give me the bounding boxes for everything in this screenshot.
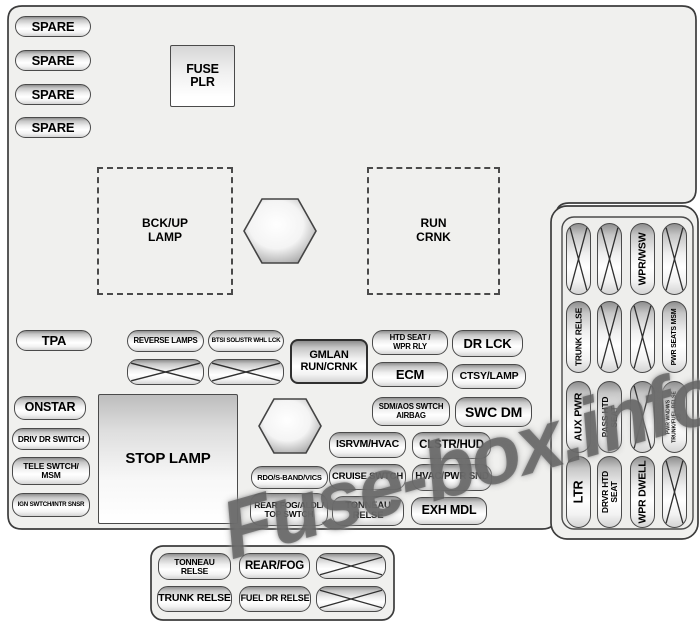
fuse-slot-r1c3-wpr-wsw: WPR/WSW <box>630 223 655 295</box>
crossed-out-icon <box>319 589 383 609</box>
fuse-puller-box: FUSE PLR <box>170 45 235 107</box>
spare-crossed-fuse <box>316 586 386 612</box>
fuse-slot-r4c1-ltr: LTR <box>566 456 591 528</box>
fuse-slot-r4c2-drvr-htd-seat: DRVR HTD SEAT <box>597 456 622 528</box>
spare-fuse-label-1: SPARE <box>15 16 91 37</box>
fuse-label: PWR SEATS MSM <box>670 308 678 366</box>
btsi-sol-str-whl-lck-fuse: BTSI SOL/STR WHL LCK <box>208 330 284 352</box>
spare-crossed-fuse <box>316 553 386 579</box>
fuse-slot-r2c3-spare <box>630 301 655 373</box>
fuse-slot-r3c1-aux-pwr: AUX PWR <box>566 381 591 453</box>
dr-lck-fuse: DR LCK <box>452 330 523 357</box>
onstar-fuse: ONSTAR <box>14 396 86 420</box>
bckup-lamp-connector: BCK/UP LAMP <box>97 167 233 295</box>
bolt-hexagon-icon <box>243 198 317 264</box>
fuse-label: PWR WNDWS TRUNK/FUEL RELSE CB <box>665 391 683 443</box>
ctsy-lamp-fuse: CTSY/LAMP <box>452 364 526 389</box>
rear-fog-fuse: REAR/FOG <box>239 553 310 579</box>
crossed-out-icon <box>600 227 619 291</box>
crossed-out-icon <box>633 305 652 369</box>
fuel-dr-relse-fuse: FUEL DR RELSE <box>239 586 311 612</box>
trunk-relse-fuse: TRUNK RELSE <box>157 586 232 612</box>
fuse-label: DRVR HTD SEAT <box>599 470 619 514</box>
bolt-hexagon-icon <box>258 398 322 454</box>
fuse-slot-r3c2-pass-htd-seat: PASS HTD SEAT <box>597 381 622 453</box>
isrvm-hvac-fuse: ISRVM/HVAC <box>329 432 406 458</box>
fuse-slot-r2c2-spare <box>597 301 622 373</box>
stop-lamp-box: STOP LAMP <box>98 394 238 524</box>
fuse-label: PASS HTD SEAT <box>599 396 619 438</box>
fuse-label: TRUNK RELSE <box>572 307 583 367</box>
fuse-slot-r2c1-trunk-relse: TRUNK RELSE <box>566 301 591 373</box>
fuse-slot-r1c4-spare <box>662 223 687 295</box>
crossed-out-icon <box>211 362 281 382</box>
swc-dm-fuse: SWC DM <box>455 397 532 427</box>
crossed-out-icon <box>131 362 200 382</box>
ecm-fuse: ECM <box>372 362 448 387</box>
fuse-slot-r3c4-pwr-wndws-cb: PWR WNDWS TRUNK/FUEL RELSE CB <box>662 381 687 453</box>
cruise-swtch-fuse: CRUISE SWTCH <box>329 464 406 490</box>
run-crnk-connector: RUN CRNK <box>367 167 500 295</box>
rdo-s-band-vics-fuse: RDO/S-BAND/VICS <box>251 466 328 489</box>
fuse-slot-r2c4-pwr-seats-msm: PWR SEATS MSM <box>662 301 687 373</box>
fuse-slot-r4c4-spare <box>662 456 687 528</box>
driv-dr-switch-fuse: DRIV DR SWITCH <box>12 428 90 450</box>
spare-fuse-label-3: SPARE <box>15 84 91 105</box>
ign-swtch-intr-snsr-fuse: IGN SWTCH/INTR SNSR <box>12 493 90 517</box>
spare-fuse-label-4: SPARE <box>15 117 91 138</box>
crossed-out-icon <box>665 227 684 291</box>
fuse-label: LTR <box>570 480 585 504</box>
spare-crossed-fuse <box>208 359 284 385</box>
crossed-out-icon <box>600 305 619 369</box>
fuse-label: WPR/WSW <box>635 232 648 286</box>
fuse-label: WPR DWELL <box>635 460 648 524</box>
crossed-out-icon <box>319 556 383 576</box>
reverse-lamps-fuse: REVERSE LAMPS <box>127 330 204 352</box>
rear-fog-aldl-top-swtch-fuse: REAR FOG/ALDL/ TOP SWTCH <box>250 493 328 526</box>
gmlan-run-crnk-box: GMLAN RUN/CRNK <box>290 339 368 384</box>
fuse-slot-r3c3-spare <box>630 381 655 453</box>
exh-mdl-fuse: EXH MDL <box>411 497 487 525</box>
tele-swtch-msm-fuse: TELE SWTCH/ MSM <box>12 457 90 485</box>
sdm-aos-swtch-airbag-fuse: SDM/AOS SWTCH AIRBAG <box>372 397 450 426</box>
spare-fuse-label-2: SPARE <box>15 50 91 71</box>
fuse-slot-r1c1-spare <box>566 223 591 295</box>
htd-seat-wpr-rly-fuse: HTD SEAT / WPR RLY <box>372 330 448 355</box>
fuse-label: AUX PWR <box>571 392 584 442</box>
crossed-out-icon <box>633 385 652 449</box>
tonneau-relse-fuse-bottom: TONNEAU RELSE <box>158 553 231 580</box>
tonneau-relse-fuse: TONNEAU RELSE <box>332 496 404 526</box>
spare-crossed-fuse <box>127 359 204 385</box>
crossed-out-icon <box>569 227 588 291</box>
clstr-hud-fuse: CLSTR/HUD <box>412 432 491 459</box>
crossed-out-icon <box>665 460 684 524</box>
tpa-fuse: TPA <box>16 330 92 351</box>
right-panel-inner-outline <box>561 216 694 530</box>
fuse-slot-r4c3-wpr-dwell: WPR DWELL <box>630 456 655 528</box>
hvac-pwr-snd-fuse: HVAC/PWR SND <box>412 464 492 491</box>
fuse-slot-r1c2-spare <box>597 223 622 295</box>
